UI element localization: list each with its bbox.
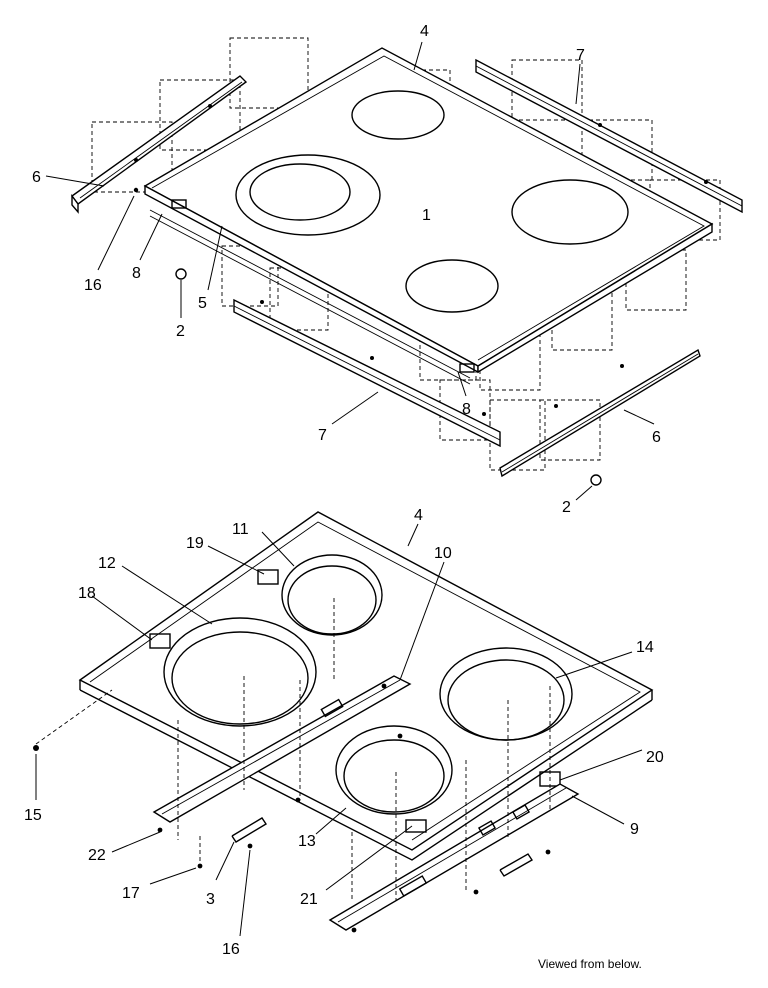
callout-21: 21 — [300, 891, 318, 908]
callout-13: 13 — [298, 833, 316, 850]
callout-15: 15 — [24, 807, 42, 824]
burner-element-14 — [439, 647, 573, 741]
callout-6-left: 6 — [32, 169, 41, 186]
screw — [351, 927, 357, 933]
view-caption: Viewed from below. — [538, 957, 642, 971]
screw — [295, 797, 301, 803]
callout-18: 18 — [78, 585, 96, 602]
top-assembly: 4 7 6 1 16 8 5 2 8 7 6 2 — [32, 23, 743, 516]
callout-4-bottom: 4 — [414, 507, 423, 524]
bracket-7-front — [233, 298, 501, 448]
clip-8-left — [171, 199, 187, 209]
clip-8-right — [459, 363, 475, 373]
screw-15 — [33, 745, 39, 751]
bracket-7-rear — [475, 58, 743, 214]
callout-11: 11 — [232, 521, 249, 538]
screw-16-top — [133, 187, 139, 193]
nut-2-bottom — [590, 474, 602, 486]
bracket-6-right — [499, 348, 701, 478]
screws-bottom — [33, 683, 551, 933]
callout-4-top: 4 — [420, 23, 429, 40]
terminal-21 — [405, 819, 427, 833]
bottom-assembly: 4 11 19 10 12 18 14 20 15 13 9 22 17 3 2… — [24, 507, 664, 971]
terminal-19 — [257, 569, 279, 585]
callout-8-left: 8 — [132, 265, 141, 282]
callout-2-top: 2 — [176, 323, 185, 340]
callout-14: 14 — [636, 639, 654, 656]
callout-22: 22 — [88, 847, 106, 864]
callout-8-right: 8 — [462, 401, 471, 418]
clip-3 — [231, 817, 533, 877]
screw-22 — [157, 827, 163, 833]
underside-pan-4 — [78, 511, 654, 861]
screw — [381, 683, 387, 689]
callout-19: 19 — [186, 535, 204, 552]
terminal-18 — [149, 633, 171, 649]
screw — [545, 849, 551, 855]
leader-lines-bottom — [35, 523, 643, 937]
leader-lines-top — [45, 41, 655, 501]
screw — [473, 889, 479, 895]
callout-3: 3 — [206, 891, 215, 908]
cooktop-panel-1 — [143, 47, 714, 385]
screw — [397, 733, 403, 739]
nut-2-top — [175, 268, 187, 280]
screw-16-bottom — [247, 843, 253, 849]
bracket-6-left — [71, 75, 248, 214]
burner-element-12 — [163, 617, 317, 727]
callout-17: 17 — [122, 885, 140, 902]
callout-1: 1 — [422, 207, 431, 224]
screw-17 — [197, 863, 203, 869]
callout-16-bottom: 16 — [222, 941, 240, 958]
callout-5: 5 — [198, 295, 207, 312]
callout-20: 20 — [646, 749, 664, 766]
callout-7-bottom: 7 — [318, 427, 327, 444]
callout-12: 12 — [98, 555, 116, 572]
hardware-top — [133, 187, 602, 486]
callout-6-right: 6 — [652, 429, 661, 446]
callout-2-bottom: 2 — [562, 499, 571, 516]
alignment-lines — [35, 598, 551, 900]
bracket-9 — [328, 783, 580, 931]
burner-element-13 — [335, 725, 453, 815]
callout-9: 9 — [630, 821, 639, 838]
callout-16-top: 16 — [84, 277, 102, 294]
callout-10: 10 — [434, 545, 452, 562]
burner-element-11 — [281, 554, 383, 636]
callout-7-top: 7 — [576, 47, 585, 64]
bracket-10 — [152, 675, 412, 823]
